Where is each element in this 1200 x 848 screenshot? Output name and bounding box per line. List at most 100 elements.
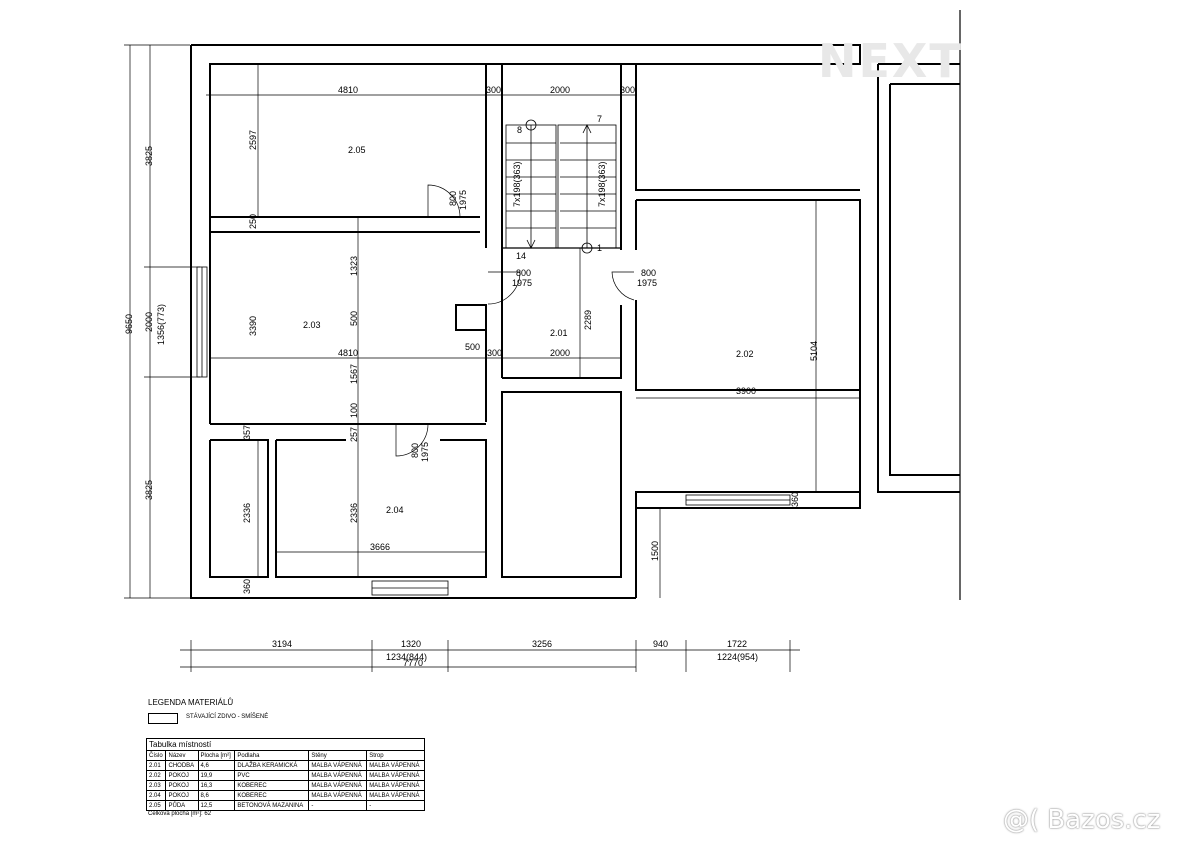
door-204-width: 800 <box>410 443 420 458</box>
table-cell: - <box>366 800 425 811</box>
table-cell: MALBA VÁPENNÁ <box>308 770 368 781</box>
table-row: 2.01 CHODBA 4,6 DLAŽBA KERAMICKÁ MALBA V… <box>145 760 425 771</box>
table-cell: BETONOVÁ MAZANINA <box>234 800 310 811</box>
dim-left-window: 1356(773) <box>156 304 166 345</box>
dim-bottom-window-b: 1224(954) <box>717 652 758 662</box>
table-header: Stěny <box>308 750 368 761</box>
table-cell: PŮDA <box>165 800 199 811</box>
dim-204-360: 360 <box>242 579 252 594</box>
total-area: Celková plocha [m²]: 62 <box>148 811 212 817</box>
table-header: Název <box>165 750 199 761</box>
table-header: Plocha [m²] <box>197 750 236 761</box>
table-cell: MALBA VÁPENNÁ <box>366 770 425 781</box>
room-label-2-05: 2.05 <box>348 145 366 155</box>
dim-bottom-3256: 3256 <box>532 639 552 649</box>
legend-item: STÁVAJÍCÍ ZDIVO - SMÍŠENÉ <box>186 714 269 720</box>
dim-201-height: 2289 <box>583 310 593 330</box>
door-202-height: 1975 <box>637 278 657 288</box>
dim-top-300-a: 300 <box>486 85 501 95</box>
table-cell: MALBA VÁPENNÁ <box>366 790 425 801</box>
dim-203-mid: 500 <box>349 311 359 326</box>
next-logo: NEXT <box>818 34 963 88</box>
stair-right-label: 7x198(363) <box>597 161 607 207</box>
bazos-watermark: @( Bazos.cz <box>1003 805 1161 835</box>
table-cell: MALBA VÁPENNÁ <box>308 790 368 801</box>
dim-203-height: 3390 <box>248 316 258 336</box>
dim-203-top: 1323 <box>349 256 359 276</box>
dim-left-3825-top: 3825 <box>144 146 154 166</box>
table-cell: CHODBA <box>165 760 199 771</box>
room-table: Tabulka místností Číslo Název Plocha [m²… <box>145 738 425 811</box>
door-202-width: 800 <box>641 268 656 278</box>
dim-204-height: 2336 <box>349 503 359 523</box>
dim-top-4810: 4810 <box>338 85 358 95</box>
table-cell: 2.03 <box>145 780 167 791</box>
dim-bottom-3194: 3194 <box>272 639 292 649</box>
table-cell: MALBA VÁPENNÁ <box>366 780 425 791</box>
dim-top-2000: 2000 <box>550 85 570 95</box>
dim-203-gap: 100 <box>349 403 359 418</box>
stair-step-14: 14 <box>516 251 526 261</box>
table-cell: MALBA VÁPENNÁ <box>366 760 425 771</box>
stair-step-1: 1 <box>597 243 602 253</box>
table-cell: 19,9 <box>197 770 236 781</box>
table-cell: DLAŽBA KERAMICKÁ <box>234 760 310 771</box>
table-cell: KOBEREC <box>234 790 310 801</box>
room-label-2-04: 2.04 <box>386 505 404 515</box>
table-cell: POKOJ <box>165 790 199 801</box>
dim-bottom-total: 7770 <box>403 658 423 668</box>
table-cell: 2.05 <box>145 800 167 811</box>
windows <box>196 266 791 596</box>
dim-mid-300: 300 <box>487 348 502 358</box>
legend-title: LEGENDA MATERIÁLŮ <box>148 698 234 707</box>
table-cell: PVC <box>234 770 310 781</box>
door-205-width: 800 <box>448 191 458 206</box>
table-cell: MALBA VÁPENNÁ <box>308 760 368 771</box>
walls <box>190 10 961 600</box>
table-header: Číslo <box>145 750 167 761</box>
table-cell: POKOJ <box>165 780 199 791</box>
room-table-title: Tabulka místností <box>146 738 425 750</box>
table-header: Strop <box>366 750 425 761</box>
dim-mid-2000: 2000 <box>550 348 570 358</box>
table-row: 2.04 POKOJ 8,6 KOBEREC MALBA VÁPENNÁ MAL… <box>145 790 425 801</box>
dim-205-height: 2597 <box>248 130 258 150</box>
dim-203-stub: 500 <box>465 342 480 352</box>
dim-202-height: 5104 <box>809 341 819 361</box>
table-cell: 2.02 <box>145 770 167 781</box>
door-203-height: 1975 <box>512 278 532 288</box>
door-204-height: 1975 <box>420 442 430 462</box>
dim-203-bottom: 1567 <box>349 364 359 384</box>
staircase <box>505 119 617 254</box>
legend-swatch <box>148 713 178 724</box>
door-205-height: 1975 <box>458 190 468 210</box>
table-cell: 2.04 <box>145 790 167 801</box>
dim-top-300-b: 300 <box>620 85 635 95</box>
table-cell: 12,5 <box>197 800 236 811</box>
table-cell: 4,6 <box>197 760 236 771</box>
dim-left-3825-bottom: 3825 <box>144 480 154 500</box>
dim-wall-250: 250 <box>248 214 258 229</box>
dim-202-1500: 1500 <box>650 541 660 561</box>
table-header: Podlaha <box>234 750 310 761</box>
table-row: 2.03 POKOJ 16,3 KOBEREC MALBA VÁPENNÁ MA… <box>145 780 425 791</box>
dim-204-width: 3666 <box>370 542 390 552</box>
dim-204-357: 357 <box>242 425 252 440</box>
stair-left-label: 7x198(363) <box>512 161 522 207</box>
table-header-row: Číslo Název Plocha [m²] Podlaha Stěny St… <box>145 750 425 761</box>
dim-left-9650: 9650 <box>124 314 134 334</box>
door-203-width: 800 <box>516 268 531 278</box>
dim-bottom-940: 940 <box>653 639 668 649</box>
table-cell: 8,6 <box>197 790 236 801</box>
table-cell: 2.01 <box>145 760 167 771</box>
table-cell: KOBEREC <box>234 780 310 791</box>
room-label-2-02: 2.02 <box>736 349 754 359</box>
table-cell: POKOJ <box>165 770 199 781</box>
table-row: 2.02 POKOJ 19,9 PVC MALBA VÁPENNÁ MALBA … <box>145 770 425 781</box>
table-cell: 16,3 <box>197 780 236 791</box>
stair-step-8: 8 <box>517 125 522 135</box>
table-cell: MALBA VÁPENNÁ <box>308 780 368 791</box>
dim-bottom-1722: 1722 <box>727 639 747 649</box>
dim-203-width: 4810 <box>338 348 358 358</box>
